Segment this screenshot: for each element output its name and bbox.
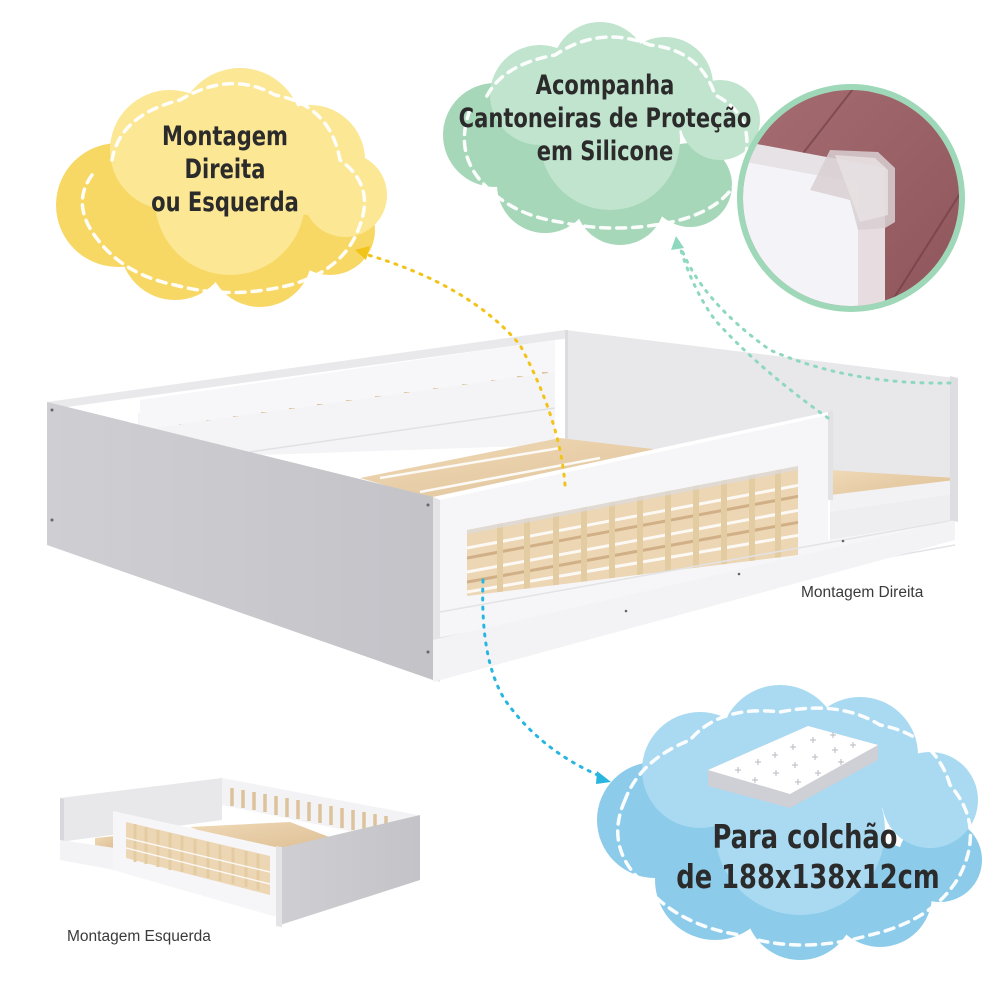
assembly-line-1: Montagem (161, 121, 288, 152)
arrow-blue (481, 578, 611, 784)
bed-right-assembly (47, 330, 958, 682)
caption-right-assembly: Montagem Direita (801, 584, 924, 601)
assembly-line-2: Direita (184, 153, 266, 185)
corner-guards-line-3: em Silicone (536, 135, 674, 167)
corner-guards-line-2: Cantoneiras de Proteção (458, 102, 752, 134)
assembly-callout-text: Montagem Direita ou Esquerda (124, 121, 327, 220)
mattress-callout-text: Para colchão de 188x138x12cm (676, 817, 940, 898)
caption-left-assembly: Montagem Esquerda (67, 928, 211, 945)
arrow-green (671, 236, 952, 420)
bed-left-assembly (60, 778, 420, 927)
corner-guard-detail-photo (737, 84, 965, 312)
mattress-line-1: Para colchão (712, 817, 898, 856)
mattress-icon (708, 726, 878, 808)
cloud-yellow (56, 68, 387, 307)
corner-guards-callout-text: Acompanha Cantoneiras de Proteção em Sil… (449, 70, 761, 169)
mattress-line-2: de 188x138x12cm (676, 857, 940, 897)
corner-guards-line-1: Acompanha (535, 70, 675, 101)
arrow-yellow (355, 246, 567, 487)
cloud-green (443, 22, 760, 245)
assembly-line-3: ou Esquerda (151, 186, 299, 218)
